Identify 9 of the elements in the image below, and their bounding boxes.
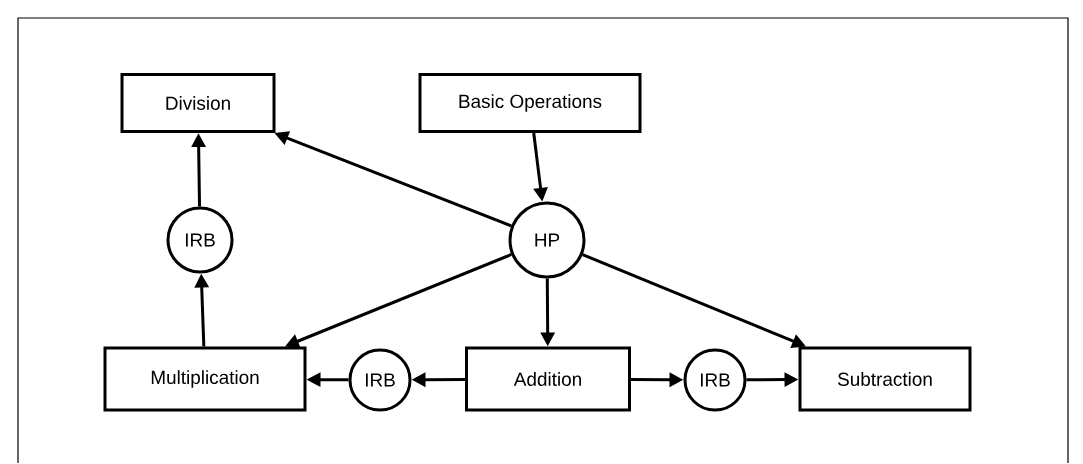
- process-box: Subtraction: [798, 346, 972, 412]
- circle-node: HP: [508, 201, 586, 279]
- process-box: Multiplication: [103, 346, 307, 412]
- process-box: Division: [120, 73, 276, 133]
- process-box: Addition: [465, 346, 631, 412]
- process-box: Basic Operations: [418, 73, 642, 133]
- circle-node: IRB: [166, 206, 234, 274]
- circle-node: IRB: [348, 348, 412, 412]
- circle-node: IRB: [683, 348, 747, 412]
